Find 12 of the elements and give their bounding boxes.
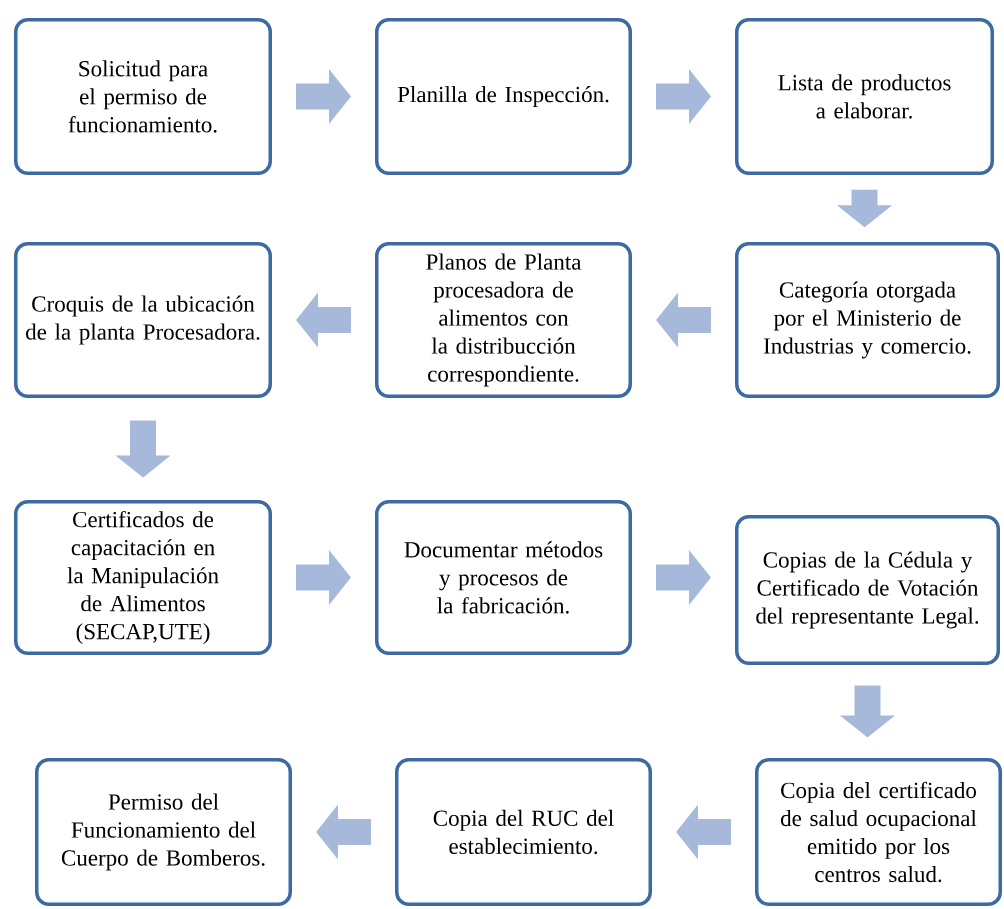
step-box: Certificados de capacitación en la Manipulación de Alimentos (SECAP,UTE)	[14, 500, 272, 655]
step-box: Planos de Planta procesadora de alimentos con la distribucción correspondiente.	[375, 242, 632, 398]
step-box: Croquis de la ubicación de la planta Procesadora.	[14, 242, 272, 398]
step-box: Solicitud para el permiso de funcionamiento.	[14, 18, 272, 175]
step-box: Copia del certificado de salud ocupacional emitido por los centros salud.	[755, 758, 1002, 906]
step-box: Lista de productos a elaborar.	[735, 18, 994, 175]
step-box: Categoría otorgada por el Ministerio de Industrias y comercio.	[735, 242, 1000, 398]
step-box: Permiso del Funcionamiento del Cuerpo de Bomberos.	[35, 758, 292, 906]
step-box: Copia del RUC del establecimiento.	[395, 758, 652, 906]
step-box: Planilla de Inspección.	[375, 18, 632, 175]
step-box: Copias de la Cédula y Certificado de Votación del representante Legal.	[735, 515, 1000, 665]
step-box: Documentar métodos y procesos de la fabricación.	[375, 500, 632, 655]
